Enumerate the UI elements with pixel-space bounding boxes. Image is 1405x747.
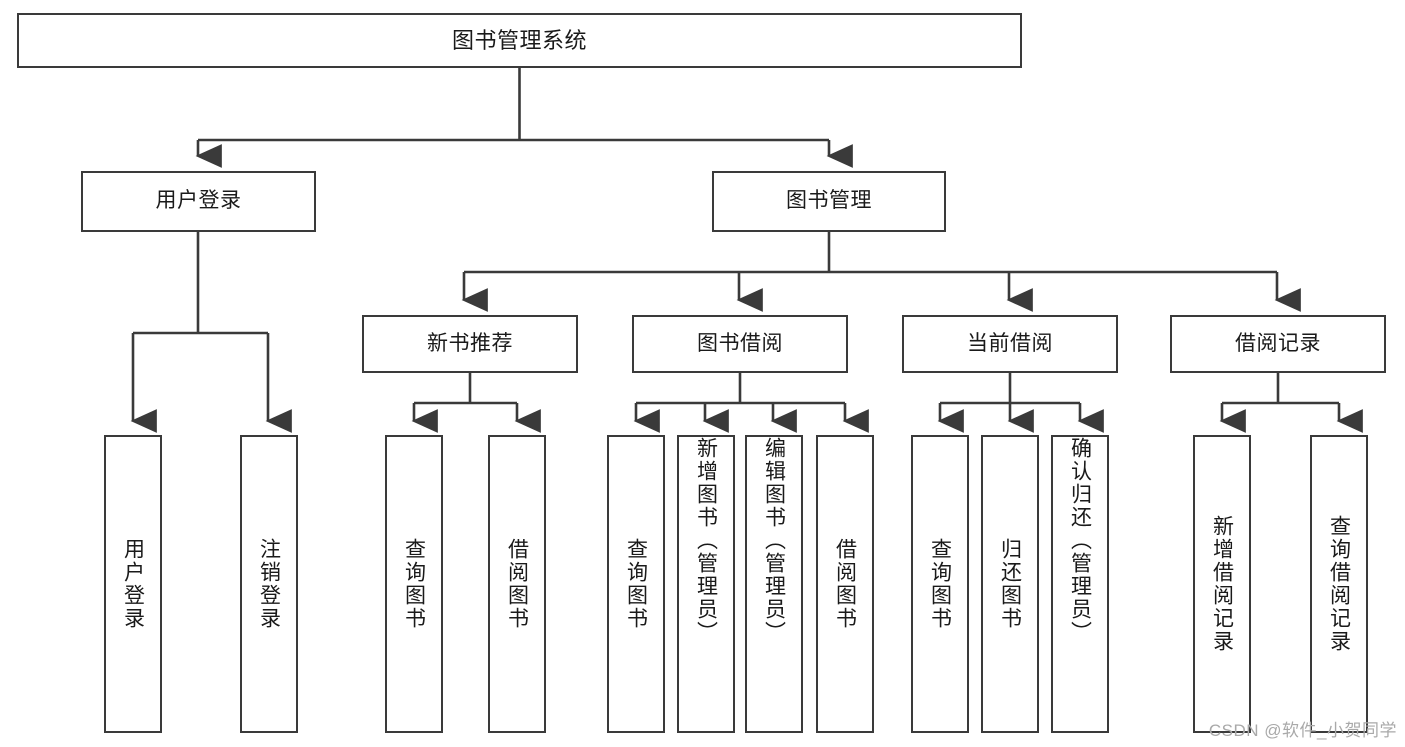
- node-leaf-borrow-book-1[interactable]: 借阅图书: [488, 435, 546, 733]
- node-leaf-query-record[interactable]: 查询借阅记录: [1310, 435, 1368, 733]
- node-borrow-record[interactable]: 借阅记录: [1170, 315, 1386, 373]
- node-label: 查询借阅记录: [1327, 515, 1351, 653]
- node-leaf-logout-login[interactable]: 注销登录: [240, 435, 298, 733]
- node-current-borrow[interactable]: 当前借阅: [902, 315, 1118, 373]
- watermark-text: CSDN @软件_小贺同学: [1208, 721, 1397, 740]
- node-leaf-edit-book[interactable]: 编辑图书（管理员）: [745, 435, 803, 733]
- node-leaf-query-book-2[interactable]: 查询图书: [607, 435, 665, 733]
- node-leaf-query-book-3[interactable]: 查询图书: [911, 435, 969, 733]
- node-leaf-confirm-return[interactable]: 确认归还（管理员）: [1051, 435, 1109, 733]
- node-label: 用户登录: [155, 189, 242, 213]
- node-label: 图书借阅: [697, 331, 783, 355]
- node-label: 当前借阅: [967, 331, 1053, 355]
- node-new-book-recommend[interactable]: 新书推荐: [362, 315, 578, 373]
- node-label: 新增图书（管理员）: [694, 437, 718, 644]
- node-leaf-add-record[interactable]: 新增借阅记录: [1193, 435, 1251, 733]
- node-label: 确认归还（管理员）: [1068, 437, 1092, 644]
- node-user-login[interactable]: 用户登录: [81, 171, 316, 232]
- node-leaf-query-book-1[interactable]: 查询图书: [385, 435, 443, 733]
- node-leaf-return-book[interactable]: 归还图书: [981, 435, 1039, 733]
- node-label: 用户登录: [121, 538, 145, 630]
- node-label: 借阅图书: [833, 538, 857, 630]
- node-label: 注销登录: [257, 538, 281, 630]
- node-label: 图书管理: [786, 189, 872, 213]
- node-label: 归还图书: [998, 538, 1022, 630]
- node-root-system[interactable]: 图书管理系统: [17, 13, 1022, 68]
- node-label: 新增借阅记录: [1210, 515, 1234, 653]
- node-label: 查询图书: [928, 538, 952, 630]
- node-label: 编辑图书（管理员）: [762, 437, 786, 644]
- node-label: 借阅图书: [505, 538, 529, 630]
- node-label: 查询图书: [402, 538, 426, 630]
- node-book-manage[interactable]: 图书管理: [712, 171, 946, 232]
- node-leaf-add-book[interactable]: 新增图书（管理员）: [677, 435, 735, 733]
- node-leaf-borrow-book-2[interactable]: 借阅图书: [816, 435, 874, 733]
- node-label: 借阅记录: [1235, 331, 1321, 355]
- node-leaf-user-login[interactable]: 用户登录: [104, 435, 162, 733]
- node-label: 查询图书: [624, 538, 648, 630]
- node-book-borrow[interactable]: 图书借阅: [632, 315, 848, 373]
- node-label: 图书管理系统: [451, 27, 587, 53]
- node-label: 新书推荐: [427, 331, 513, 355]
